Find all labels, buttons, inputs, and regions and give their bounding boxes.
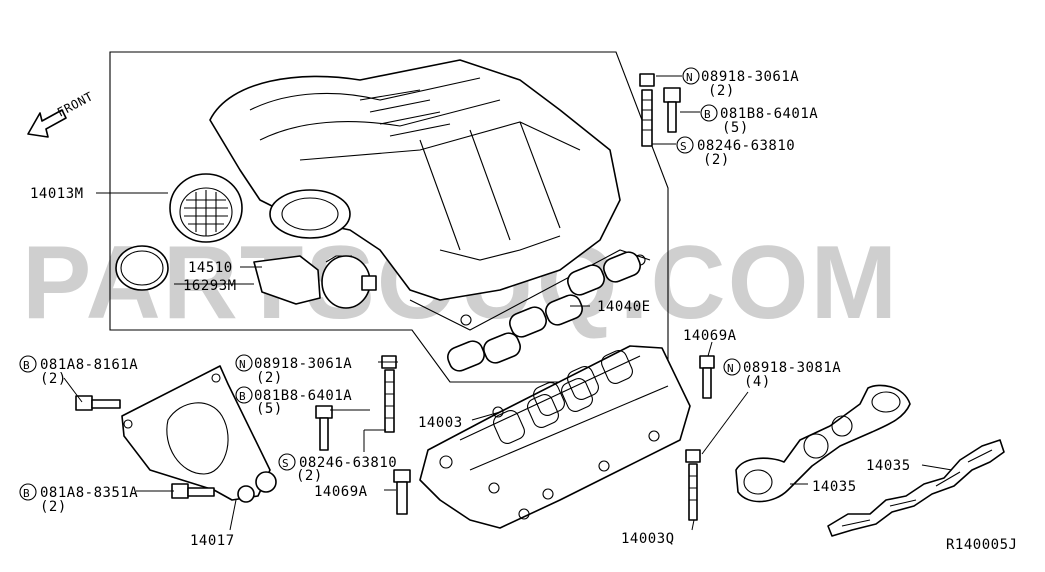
callout-code: 08246-63810 xyxy=(697,138,795,154)
callout-code: 08918-3081A xyxy=(743,360,841,376)
callout-code: 08246-63810 xyxy=(299,455,397,471)
callout-f8: B 081A8-8351A (2) xyxy=(19,483,138,515)
callout-prefix: N xyxy=(727,362,734,375)
callout-prefix: N xyxy=(686,71,693,84)
ref-code: R140005J xyxy=(946,537,1017,553)
callout-prefix: B xyxy=(23,359,30,372)
label-14035-a: 14035 xyxy=(866,458,911,474)
callout-code: 081A8-8351A xyxy=(40,485,138,501)
callout-code: 08918-3061A xyxy=(254,356,352,372)
heat-shield-bracket-14017 xyxy=(75,365,277,503)
callout-code: 08918-3061A xyxy=(701,69,799,85)
callout-qty: (5) xyxy=(256,401,283,417)
callout-code: 081B8-6401A xyxy=(720,106,818,122)
callout-qty: (5) xyxy=(722,120,749,136)
upper-intake-manifold xyxy=(169,59,651,331)
callout-qty: (2) xyxy=(40,371,67,387)
callout-prefix: S xyxy=(282,457,289,470)
leader-lines xyxy=(63,75,953,531)
label-16293m: 16293M xyxy=(183,278,237,294)
label-14003: 14003 xyxy=(418,415,463,431)
actuator-valve xyxy=(253,255,377,309)
throttle-gasket-ring xyxy=(115,245,169,291)
callout-f4: B 081A8-8161A (2) xyxy=(19,355,138,387)
callout-code: 081A8-8161A xyxy=(40,357,138,373)
callout-prefix: N xyxy=(239,358,246,371)
callout-prefix: S xyxy=(680,140,687,153)
bolt-top xyxy=(663,87,681,133)
bolt-middle xyxy=(315,405,333,451)
label-14013m: 14013M xyxy=(30,186,84,202)
label-14069a-top: 14069A xyxy=(683,328,737,344)
callout-code: 081B8-6401A xyxy=(254,388,352,404)
callout-f1: N 08918-3061A (2) xyxy=(682,67,799,99)
callout-qty: (2) xyxy=(256,370,283,386)
callout-f5: N 08918-3061A (2) xyxy=(235,354,352,386)
callout-f2: B 081B8-6401A (5) xyxy=(700,104,818,136)
label-14003q: 14003Q xyxy=(621,531,675,547)
callout-qty: (4) xyxy=(744,374,771,390)
callout-qty: (2) xyxy=(708,83,735,99)
callout-prefix: B xyxy=(239,390,246,403)
manifold-gasket-14035-b xyxy=(827,439,1005,537)
stud-bolt-top xyxy=(639,73,655,147)
bolt-14069a-lower xyxy=(393,469,411,515)
callout-qty: (2) xyxy=(703,152,730,168)
callout-f9: N 08918-3081A (4) xyxy=(723,358,841,390)
stud-middle xyxy=(381,355,397,433)
callout-qty: (2) xyxy=(40,499,67,515)
label-14510: 14510 xyxy=(188,260,233,276)
gasket-set-14040e xyxy=(447,251,641,372)
label-14017: 14017 xyxy=(190,533,235,549)
callout-f7: S 08246-63810 (2) xyxy=(278,453,397,484)
front-arrow-icon: FRONT xyxy=(27,89,96,138)
bolt-14069a-upper xyxy=(699,355,715,399)
stud-14003q xyxy=(685,449,701,521)
label-14069a-bottom: 14069A xyxy=(314,484,368,500)
label-14035-b: 14035 xyxy=(812,479,857,495)
callout-qty: (2) xyxy=(296,468,323,484)
callout-f6: B 081B8-6401A (5) xyxy=(235,386,352,417)
label-14040e: 14040E xyxy=(597,299,651,315)
callout-prefix: B xyxy=(23,487,30,500)
front-label: FRONT xyxy=(55,89,96,119)
callout-f3: S 08246-63810 (2) xyxy=(676,136,795,168)
lower-intake-manifold xyxy=(419,345,691,529)
manifold-gasket-14035-a xyxy=(735,384,911,503)
callout-prefix: B xyxy=(704,108,711,121)
